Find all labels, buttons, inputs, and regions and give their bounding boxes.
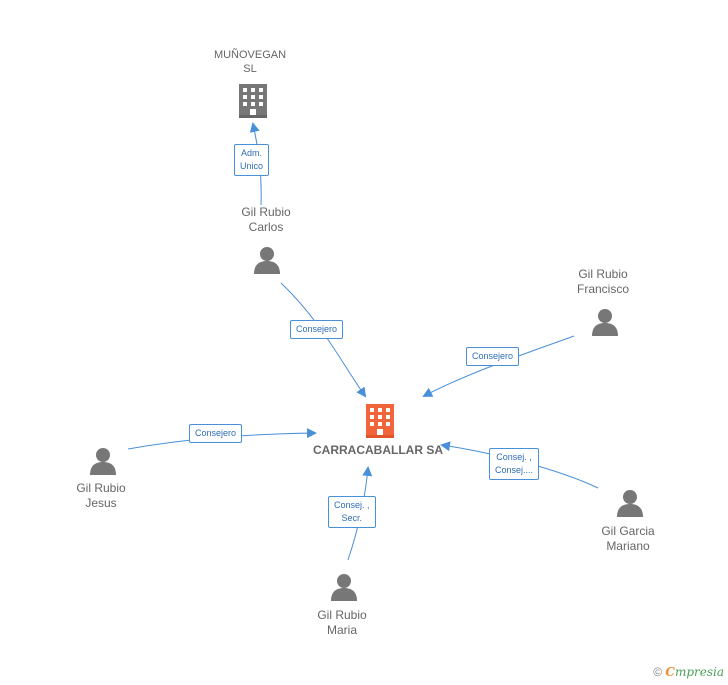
edge-label-line: Consejero — [195, 428, 237, 438]
label-line: Carlos — [248, 220, 284, 234]
empresia-watermark: © Cmpresia — [653, 665, 724, 679]
label-line: MUÑOVEGAN — [213, 49, 287, 61]
person-label-mariano[interactable]: Gil Garcia Mariano — [601, 524, 654, 554]
edge-label-line: Adm. — [241, 148, 263, 158]
edge-label-adm-unico[interactable]: Adm. Unico — [234, 144, 270, 176]
label-line: SL — [243, 63, 257, 75]
label-line: Maria — [326, 623, 358, 637]
copyright-icon: © — [653, 665, 663, 679]
building-icon[interactable] — [366, 404, 394, 438]
label-line: Gil Rubio — [317, 608, 367, 622]
person-label-carlos[interactable]: Gil Rubio Carlos — [241, 205, 290, 235]
edge-label-line: Secr. — [341, 513, 363, 523]
company-label-munovegan[interactable]: MUÑOVEGAN SL — [214, 48, 286, 76]
person-label-francisco[interactable]: Gil Rubio Francisco — [577, 267, 629, 297]
person-icon[interactable] — [592, 309, 618, 336]
person-icon[interactable] — [254, 247, 280, 274]
person-icon[interactable] — [617, 490, 643, 517]
edge-label-consej-maria[interactable]: Consej. , Secr. — [328, 496, 376, 528]
label-line: Francisco — [576, 282, 630, 296]
person-icon[interactable] — [90, 448, 116, 475]
edge-label-line: Consej. , — [496, 452, 532, 462]
building-icon[interactable] — [239, 84, 267, 118]
edge-label-line: Consej.... — [495, 465, 534, 475]
edges — [127, 122, 599, 561]
label-line: Gil Rubio — [76, 481, 126, 495]
edge-label-line: Consejero — [296, 324, 338, 334]
edge-label-line: Consej. , — [334, 500, 370, 510]
edge-label-line: Unico — [240, 161, 264, 171]
brand-logo: Cmpresia — [665, 665, 724, 679]
edge-label-consejero-carlos[interactable]: Consejero — [290, 320, 344, 339]
edge-label-consejero-jesus[interactable]: Consejero — [189, 424, 243, 443]
label-line: Gil Rubio — [241, 205, 291, 219]
edge-francisco-carracaballar[interactable] — [422, 335, 575, 397]
person-label-maria[interactable]: Gil Rubio Maria — [317, 608, 366, 638]
label-line: Gil Rubio — [578, 267, 628, 281]
label-line: Gil Garcia — [601, 524, 655, 538]
person-label-jesus[interactable]: Gil Rubio Jesus — [76, 481, 125, 511]
edge-label-consejero-francisco[interactable]: Consejero — [466, 347, 520, 366]
label-line: Mariano — [606, 539, 650, 553]
edge-label-consej-mariano[interactable]: Consej. , Consej.... — [489, 448, 540, 480]
edge-label-line: Consejero — [472, 351, 514, 361]
edge-carlos-carracaballar[interactable] — [280, 282, 367, 398]
label-line: CARRACABALLAR SA — [313, 443, 443, 457]
company-label-carracaballar[interactable]: CARRACABALLAR SA — [313, 443, 443, 457]
person-icon[interactable] — [331, 574, 357, 601]
label-line: Jesus — [85, 496, 117, 510]
